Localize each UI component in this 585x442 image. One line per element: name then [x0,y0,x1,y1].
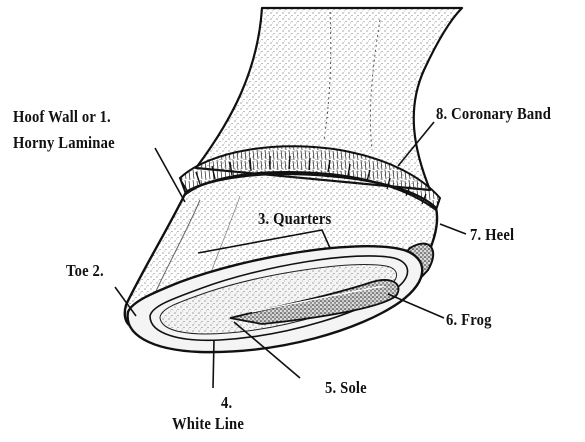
leader-hoof-wall [155,148,185,202]
label-hoof-wall-line2: Horny Laminae [13,133,115,153]
label-white-line-number: 4. [221,393,232,413]
label-coronary-band: 8. Coronary Band [436,104,551,124]
label-toe: Toe 2. [66,261,104,281]
label-heel: 7. Heel [470,225,514,245]
leader-white-line [213,340,214,388]
label-sole: 5. Sole [325,378,367,398]
leader-frog [388,294,444,318]
label-hoof-wall-line1: Hoof Wall or 1. [13,107,111,127]
label-white-line: White Line [172,414,244,434]
label-frog: 6. Frog [446,310,492,330]
leader-heel [440,224,466,234]
label-quarters: 3. Quarters [258,209,331,229]
